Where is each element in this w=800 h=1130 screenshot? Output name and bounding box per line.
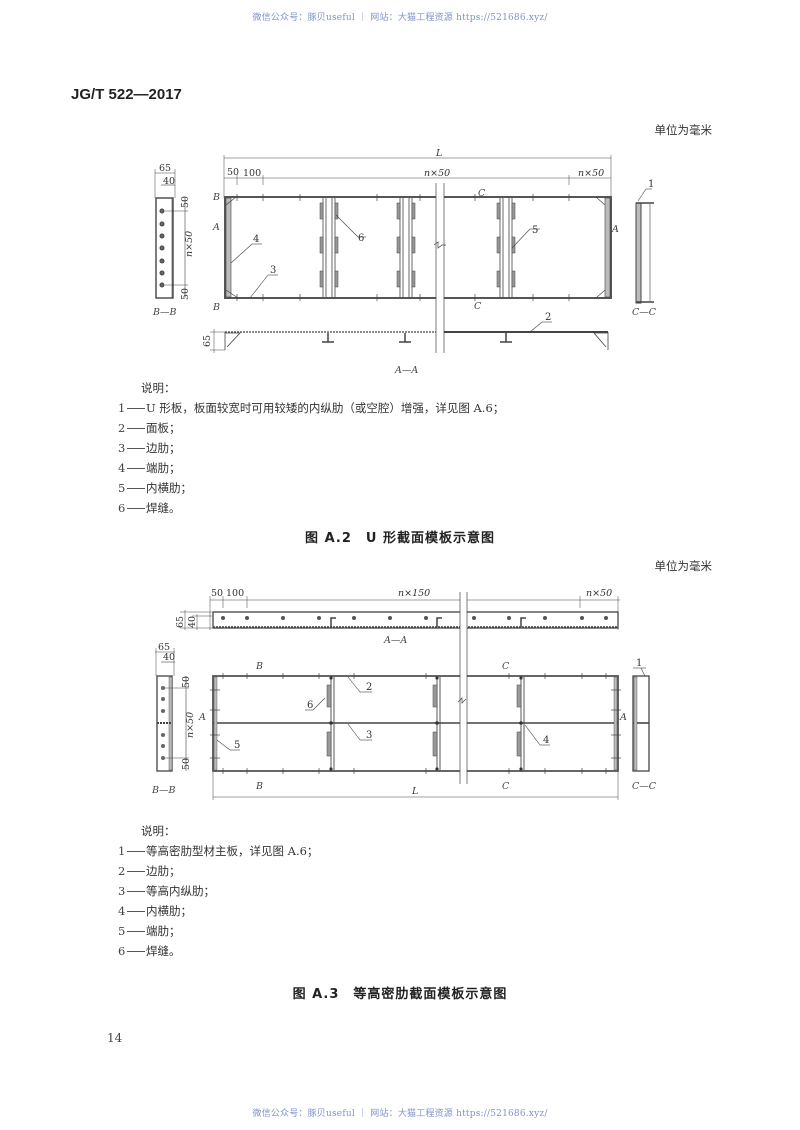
section-bb-a2 [154,169,188,299]
svg-text:4: 4 [253,234,259,245]
svg-text:A: A [619,712,627,723]
section-aa-a2 [210,321,609,353]
svg-text:B: B [212,192,220,203]
svg-text:65: 65 [175,616,186,628]
svg-text:B—B: B—B [151,785,175,796]
svg-text:6: 6 [358,233,364,244]
svg-text:3: 3 [270,265,276,276]
svg-text:5: 5 [234,740,240,751]
svg-text:40: 40 [163,652,175,663]
plan-view-a3 [210,592,621,800]
svg-text:L: L [435,148,442,159]
section-aa-a3 [180,596,620,630]
svg-text:B—B: B—B [152,307,176,318]
svg-text:B: B [255,781,263,792]
svg-text:65: 65 [159,163,171,174]
svg-text:100: 100 [243,168,261,179]
svg-text:A—A: A—A [383,635,407,646]
svg-text:40: 40 [163,176,175,187]
svg-text:40: 40 [187,616,198,628]
svg-text:5: 5 [532,225,538,236]
section-cc-a3 [632,667,650,772]
unit-note-a3: 单位为毫米 [654,559,713,573]
svg-text:2: 2 [366,682,372,693]
unit-note-a2: 单位为毫米 [654,123,713,137]
watermark-bottom: 微信公众号：豚贝useful ｜ 网站：大猫工程资源 https://52168… [252,1109,548,1119]
svg-text:A: A [611,224,619,235]
plan-view-a2 [223,155,612,353]
svg-text:C: C [474,301,482,312]
figure-a2-caption: 图 A.2 U 形截面模板示意图 [305,531,495,546]
figure-a2-drawing: 65 40 50 n×50 50 B—B L 50 100 n×50 n×50 … [152,148,657,376]
svg-text:n×150: n×150 [398,588,430,599]
svg-text:L: L [411,786,418,797]
svg-text:50: 50 [227,167,239,178]
svg-text:65: 65 [158,642,170,653]
svg-text:A: A [198,712,206,723]
svg-text:A: A [212,222,220,233]
standard-id: JG/T 522—2017 [71,86,182,103]
svg-text:2: 2 [545,312,551,323]
svg-text:100: 100 [226,588,244,599]
svg-text:C—C: C—C [632,307,657,318]
svg-text:50: 50 [211,588,223,599]
section-cc-a2 [635,188,654,304]
svg-text:65: 65 [202,335,213,347]
svg-text:1: 1 [636,658,642,669]
svg-text:n×50: n×50 [424,168,450,179]
svg-text:n×50: n×50 [185,712,196,738]
svg-text:C: C [502,661,510,672]
svg-text:6: 6 [307,700,313,711]
svg-text:50: 50 [181,758,192,770]
svg-text:50: 50 [180,196,191,208]
svg-text:C: C [502,781,510,792]
svg-text:B: B [255,661,263,672]
svg-text:n×50: n×50 [184,231,195,257]
svg-text:1: 1 [648,179,654,190]
svg-text:A—A: A—A [394,365,418,376]
page-number: 14 [107,1031,123,1045]
svg-text:50: 50 [181,676,192,688]
watermark-top: 微信公众号：豚贝useful ｜ 网站：大猫工程资源 https://52168… [252,13,548,23]
section-bb-a3 [155,648,189,772]
figure-a3-caption: 图 A.3 等高密肋截面模板示意图 [292,987,508,1002]
svg-text:n×50: n×50 [586,588,612,599]
legend-a3-title: 说明： [141,824,176,838]
svg-text:n×50: n×50 [578,168,604,179]
svg-text:C: C [478,188,486,199]
svg-text:C—C: C—C [632,781,657,792]
svg-text:50: 50 [180,288,191,300]
legend-a2-title: 说明： [141,381,176,395]
svg-text:4: 4 [543,735,549,746]
figure-a3-drawing: 50 100 n×150 n×50 65 40 A—A 65 40 50 n×5… [151,588,657,800]
svg-text:B: B [212,302,220,313]
svg-text:3: 3 [366,730,372,741]
